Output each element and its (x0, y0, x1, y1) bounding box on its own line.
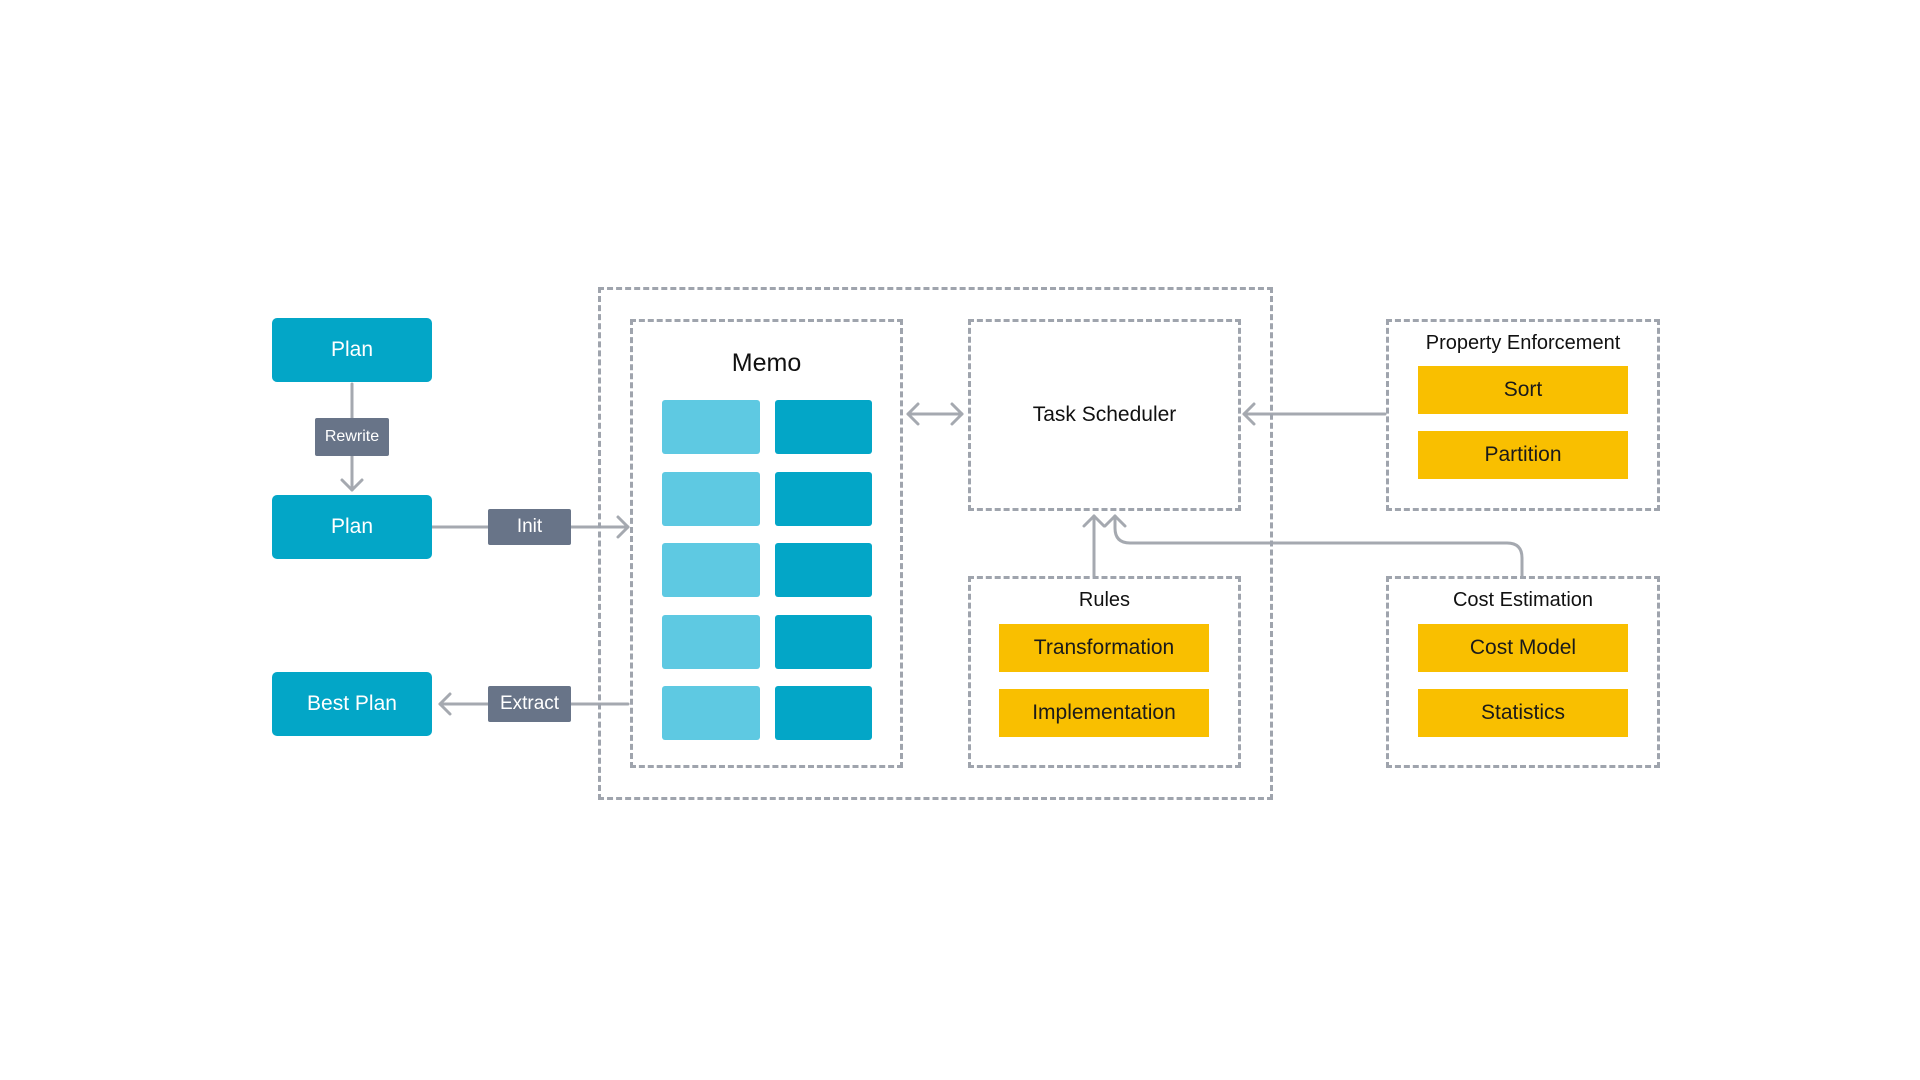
best-plan-box: Best Plan (272, 672, 432, 736)
statistics-label: Statistics (1480, 701, 1566, 724)
init-label: Init (516, 516, 543, 537)
init-tag: Init (488, 509, 571, 545)
plan-box-middle: Plan (272, 495, 432, 559)
init-arrowhead (616, 515, 630, 539)
transformation-item: Transformation (999, 624, 1209, 672)
rules-title: Rules (1078, 589, 1131, 611)
extract-label: Extract (499, 693, 560, 714)
memo-cell (775, 543, 872, 597)
memo-title: Memo (731, 349, 802, 377)
task-scheduler-label: Task Scheduler (1032, 403, 1177, 426)
property-enforcement-container: Property Enforcement (1386, 319, 1660, 511)
rules-container: Rules (968, 576, 1241, 768)
memo-cell (775, 615, 872, 669)
property-arrowhead (1242, 402, 1256, 426)
cost-model-item: Cost Model (1418, 624, 1628, 672)
partition-item: Partition (1418, 431, 1628, 479)
cost-estimation-title: Cost Estimation (1452, 589, 1594, 611)
memo-cell (662, 686, 760, 740)
rules-arrowhead (1082, 514, 1106, 528)
implementation-item: Implementation (999, 689, 1209, 737)
memo-cell (775, 686, 872, 740)
cost-model-label: Cost Model (1469, 636, 1577, 659)
statistics-item: Statistics (1418, 689, 1628, 737)
sort-label: Sort (1503, 378, 1543, 401)
implementation-label: Implementation (1032, 701, 1176, 724)
memo-cell (775, 400, 872, 454)
sort-item: Sort (1418, 366, 1628, 414)
memo-container: Memo (630, 319, 903, 768)
rewrite-tag: Rewrite (315, 418, 389, 456)
extract-tag: Extract (488, 686, 571, 722)
plan-middle-label: Plan (330, 515, 374, 538)
memo-scheduler-left-arrowhead (906, 402, 920, 426)
task-scheduler-container: Task Scheduler (968, 319, 1241, 511)
rewrite-label: Rewrite (324, 428, 380, 445)
rewrite-arrowhead (340, 478, 364, 492)
memo-cell (662, 543, 760, 597)
plan-top-label: Plan (330, 338, 374, 361)
partition-label: Partition (1484, 443, 1562, 466)
memo-cell (662, 400, 760, 454)
cost-arrowhead (1103, 514, 1127, 528)
memo-cell (662, 472, 760, 526)
cost-to-scheduler-line (1113, 514, 1524, 578)
extract-arrowhead (438, 692, 452, 716)
property-enforcement-title: Property Enforcement (1425, 332, 1621, 354)
memo-cell (775, 472, 872, 526)
plan-box-top: Plan (272, 318, 432, 382)
memo-scheduler-right-arrowhead (950, 402, 964, 426)
transformation-label: Transformation (1033, 636, 1175, 659)
cost-estimation-container: Cost Estimation (1386, 576, 1660, 768)
optimizer-container (598, 287, 1273, 800)
memo-cell (662, 615, 760, 669)
best-plan-label: Best Plan (307, 692, 397, 715)
